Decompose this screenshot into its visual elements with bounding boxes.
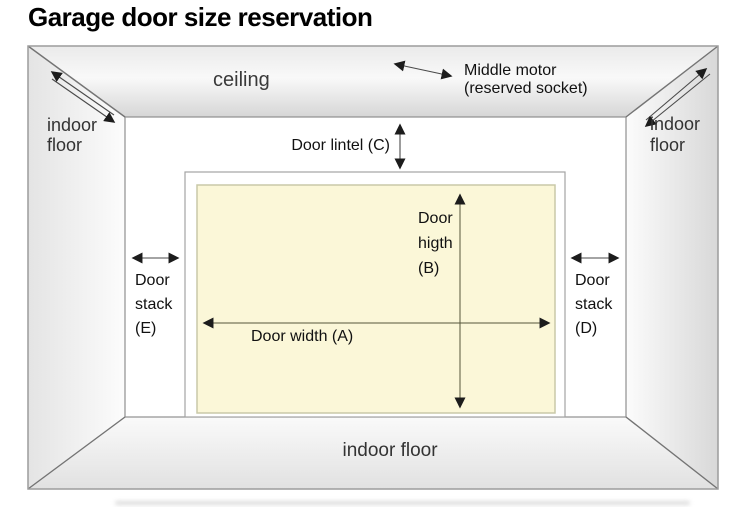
corner-edge-top-right — [625, 45, 719, 118]
corner-arrow-left-down — [51, 78, 116, 123]
ceiling-surface — [28, 46, 718, 117]
bottom-shadow — [115, 501, 690, 505]
page-title: Garage door size reservation — [28, 2, 373, 32]
corner-edge-bottom-right — [625, 416, 719, 490]
ceiling-label: ceiling — [213, 69, 270, 91]
door-stack-right-label: Door stack (D) — [575, 269, 612, 341]
door-stack-left-line2: stack — [135, 296, 173, 313]
middle-motor-label: Middle motor (reserved socket) — [464, 62, 588, 98]
right-wall-surface — [626, 46, 718, 489]
indoor-floor-left-line1: indoor — [47, 115, 98, 135]
corner-edge-top-left — [27, 45, 126, 118]
door-height-line1: Door — [418, 210, 453, 227]
door-height-line2: higth — [418, 235, 453, 252]
door-stack-left-line3: (E) — [135, 320, 157, 337]
room-outline — [27, 45, 719, 490]
corner-arrow-right-up — [645, 68, 708, 121]
middle-motor-line2: (reserved socket) — [464, 80, 588, 97]
corner-edge-bottom-left — [27, 416, 126, 490]
door-width-label: Door width (A) — [251, 328, 354, 345]
floor-surface — [28, 417, 718, 489]
corner-arrow-left-up — [50, 71, 115, 116]
indoor-floor-bottom-label: indoor floor — [342, 440, 438, 461]
door-panel — [196, 184, 556, 414]
door-stack-right-line1: Door — [575, 272, 610, 289]
left-wall-surface — [28, 46, 125, 489]
door-stack-left-line1: Door — [135, 272, 170, 289]
door-height-line3: (B) — [418, 260, 440, 277]
indoor-floor-right-line1: indoor — [650, 114, 701, 134]
middle-motor-line1: Middle motor — [464, 62, 557, 79]
door-stack-right-line3: (D) — [575, 320, 598, 337]
door-stack-left-label: Door stack (E) — [135, 269, 172, 341]
corner-arrow-right-down — [644, 73, 711, 127]
door-height-label: Door higth (B) — [418, 206, 453, 281]
indoor-floor-left-label: indoor floor — [47, 115, 97, 155]
door-lintel-label: Door lintel (C) — [291, 137, 390, 154]
indoor-floor-right-line2: floor — [650, 135, 686, 155]
indoor-floor-right-label: indoor floor — [650, 114, 700, 156]
indoor-floor-left-line2: floor — [47, 135, 83, 155]
door-stack-right-line2: stack — [575, 296, 613, 313]
middle-motor-arrow — [393, 60, 453, 80]
